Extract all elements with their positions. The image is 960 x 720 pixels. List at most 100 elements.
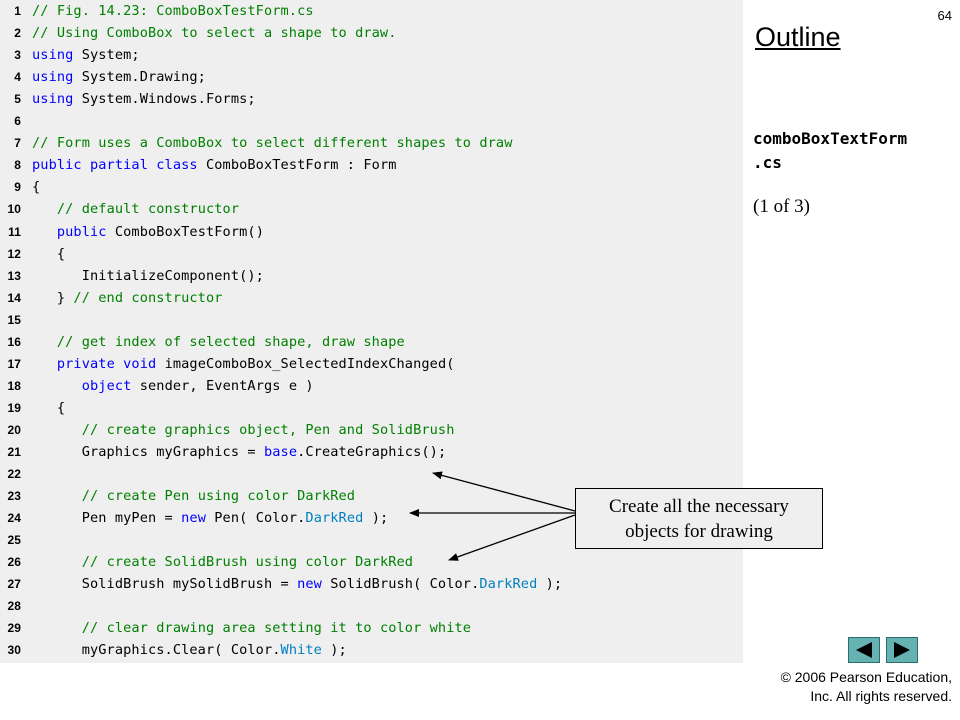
code-text: public partial class ComboBoxTestForm : … <box>32 154 397 176</box>
page-number: 64 <box>937 8 952 23</box>
page-indicator: (1 of 3) <box>753 196 810 217</box>
code-keyword: using <box>32 47 74 64</box>
code-text: // Fig. 14.23: ComboBoxTestForm.cs <box>32 0 314 22</box>
code-plain: SolidBrush mySolidBrush = <box>32 576 298 593</box>
code-text: // create SolidBrush using color DarkRed <box>32 551 413 573</box>
line-number: 28 <box>7 599 21 614</box>
code-plain: System.Windows.Forms; <box>73 91 256 108</box>
code-text: using System; <box>32 44 140 66</box>
code-plain: { <box>32 245 66 262</box>
code-text: // Using ComboBox to select a shape to d… <box>32 22 397 44</box>
code-text: { <box>32 243 65 265</box>
copyright-line-1: © 2006 Pearson Education, <box>780 669 952 685</box>
code-plain: imageComboBox_SelectedIndexChanged( <box>156 355 455 372</box>
line-number: 5 <box>14 92 21 107</box>
outline-title[interactable]: Outline <box>755 22 841 52</box>
code-plain: System; <box>73 47 140 64</box>
code-comment: // Fig. 14.23: ComboBoxTestForm.cs <box>32 3 314 19</box>
callout-box: Create all the necessary objects for dra… <box>575 488 823 549</box>
code-plain: { <box>32 179 41 196</box>
code-type: DarkRed <box>479 576 538 593</box>
code-keyword: new <box>297 576 322 593</box>
code-plain: Pen( Color. <box>205 510 306 527</box>
code-text: public ComboBoxTestForm() <box>32 221 264 243</box>
code-plain: ComboBoxTestForm() <box>106 223 264 240</box>
line-number: 23 <box>7 489 21 504</box>
line-number: 11 <box>8 224 21 239</box>
line-number: 19 <box>7 400 21 415</box>
code-plain: .CreateGraphics(); <box>297 444 447 460</box>
code-plain <box>32 488 82 504</box>
code-comment: // default constructor <box>56 201 240 218</box>
line-number: 12 <box>7 246 21 261</box>
next-slide-button[interactable] <box>886 637 918 663</box>
code-plain <box>32 201 57 217</box>
code-plain <box>32 334 57 350</box>
line-number: 22 <box>7 467 21 482</box>
line-number: 3 <box>14 48 21 63</box>
line-number: 4 <box>14 70 21 85</box>
code-keyword: using <box>32 69 74 86</box>
code-text: private void imageComboBox_SelectedIndex… <box>32 353 455 375</box>
code-plain <box>32 554 82 570</box>
code-plain <box>32 422 82 438</box>
line-number: 1 <box>14 4 21 18</box>
code-comment: // Form uses a ComboBox to select differ… <box>32 135 513 152</box>
code-text: // get index of selected shape, draw sha… <box>32 331 405 353</box>
line-number: 15 <box>7 312 21 327</box>
line-number: 2 <box>14 26 21 41</box>
code-text: using System.Drawing; <box>32 66 206 88</box>
copyright-notice: © 2006 Pearson Education, Inc. All right… <box>740 668 952 706</box>
code-plain: sender, EventArgs e ) <box>131 377 314 394</box>
line-number: 9 <box>14 180 21 195</box>
code-listing: 1 // Fig. 14.23: ComboBoxTestForm.cs 2 // U… <box>0 0 743 663</box>
line-number: 6 <box>14 114 21 129</box>
line-number: 27 <box>7 577 21 592</box>
previous-slide-button[interactable] <box>848 637 880 663</box>
code-keyword: private void <box>56 355 157 372</box>
code-text: // create graphics object, Pen and Solid… <box>32 419 455 441</box>
code-comment: // create graphics object, Pen and Solid… <box>81 421 455 438</box>
code-text: { <box>32 176 40 198</box>
line-number: 17 <box>7 356 21 371</box>
line-number: 24 <box>7 511 21 526</box>
code-plain <box>32 356 57 372</box>
code-comment: // clear drawing area setting it to colo… <box>81 620 472 637</box>
code-plain <box>32 224 57 240</box>
code-plain: ); <box>363 510 389 527</box>
code-keyword: public <box>56 223 107 240</box>
copyright-line-2: Inc. All rights reserved. <box>810 688 952 704</box>
code-plain: ); <box>537 576 563 593</box>
line-number: 18 <box>7 378 21 393</box>
code-text: // create Pen using color DarkRed <box>32 485 355 507</box>
line-number: 21 <box>7 445 21 459</box>
code-keyword: base <box>263 444 298 460</box>
code-plain: Pen myPen = <box>32 510 182 527</box>
line-number: 30 <box>7 643 21 658</box>
line-number: 7 <box>14 136 21 151</box>
code-text: // clear drawing area setting it to colo… <box>32 617 471 639</box>
code-text: // default constructor <box>32 198 239 220</box>
code-comment: // create Pen using color DarkRed <box>81 488 356 505</box>
code-keyword: public partial class <box>32 157 198 174</box>
code-type: White <box>280 642 322 659</box>
line-number: 14 <box>7 290 21 305</box>
code-plain: System.Drawing; <box>73 69 206 86</box>
line-number: 29 <box>7 621 21 636</box>
line-number: 8 <box>14 158 21 173</box>
code-plain: } <box>32 289 74 306</box>
triangle-left-icon <box>856 642 872 658</box>
code-text: object sender, EventArgs e ) <box>32 375 314 397</box>
code-comment: // Using ComboBox to select a shape to d… <box>32 25 397 42</box>
line-number: 20 <box>7 422 21 437</box>
code-plain: ComboBoxTestForm : Form <box>197 157 397 174</box>
callout-line-2: objects for drawing <box>625 521 773 542</box>
callout-line-1: Create all the necessary <box>609 496 789 517</box>
code-plain <box>32 620 82 636</box>
line-number: 26 <box>7 555 21 570</box>
code-text: InitializeComponent(); <box>32 265 264 287</box>
code-plain: SolidBrush( Color. <box>321 576 480 593</box>
file-name: comboBoxTextForm .cs <box>753 129 908 172</box>
line-number: 10 <box>7 202 21 217</box>
code-comment: // end constructor <box>73 289 223 306</box>
